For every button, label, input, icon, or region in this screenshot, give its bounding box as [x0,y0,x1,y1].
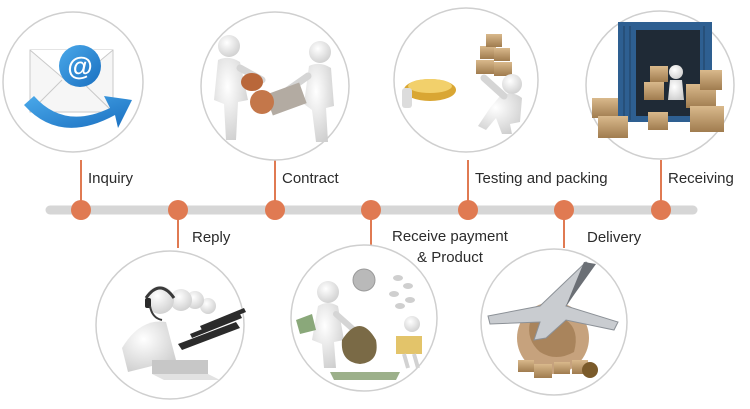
container-icon [585,10,735,160]
timeline-nodes [71,200,671,220]
step-label-receiving: Receiving [668,170,734,187]
handshake-icon [200,11,350,161]
customer-service-icon [95,250,246,400]
step-label-receive-payment: Receive payment & Product [392,228,508,266]
node-delivery [554,200,574,220]
payment-icon [290,244,438,392]
step-label-testing-packing: Testing and packing [475,170,608,187]
node-reply [168,200,188,220]
step-label-reply: Reply [192,229,231,246]
node-receive-payment [361,200,381,220]
step-label-delivery: Delivery [587,229,642,246]
airplane-icon [480,248,628,396]
node-testing-packing [458,200,478,220]
email-icon: @ [2,11,144,153]
step-label-inquiry: Inquiry [88,170,134,187]
node-contract [265,200,285,220]
svg-text:@: @ [67,51,92,81]
packing-icon [393,7,539,153]
node-inquiry [71,200,91,220]
node-receiving [651,200,671,220]
step-label-contract: Contract [282,170,339,187]
